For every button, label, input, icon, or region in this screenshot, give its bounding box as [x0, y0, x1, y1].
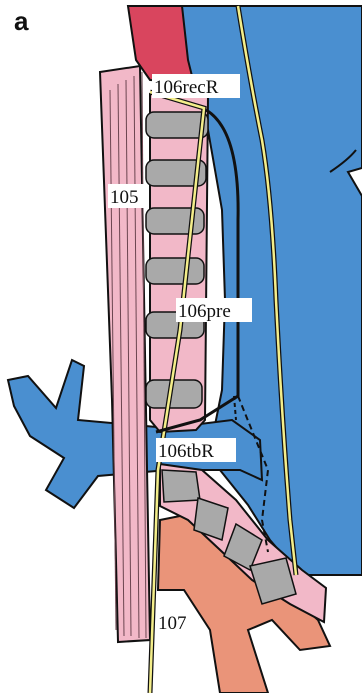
- cartilage-ring: [146, 208, 204, 234]
- cartilage-ring: [162, 470, 200, 502]
- svg-text:106tbR: 106tbR: [158, 441, 214, 462]
- cartilage-ring: [146, 258, 204, 284]
- svg-text:105: 105: [110, 187, 139, 208]
- label-105: 105: [108, 184, 146, 208]
- label-106tbR: 106tbR: [156, 438, 236, 462]
- label-106pre: 106pre: [176, 298, 252, 322]
- svg-text:106pre: 106pre: [178, 301, 231, 322]
- panel-letter: a: [14, 6, 29, 36]
- svg-text:107: 107: [158, 613, 187, 634]
- svg-text:106recR: 106recR: [154, 77, 219, 98]
- label-107: 107: [156, 610, 192, 634]
- label-106recR: 106recR: [152, 74, 240, 98]
